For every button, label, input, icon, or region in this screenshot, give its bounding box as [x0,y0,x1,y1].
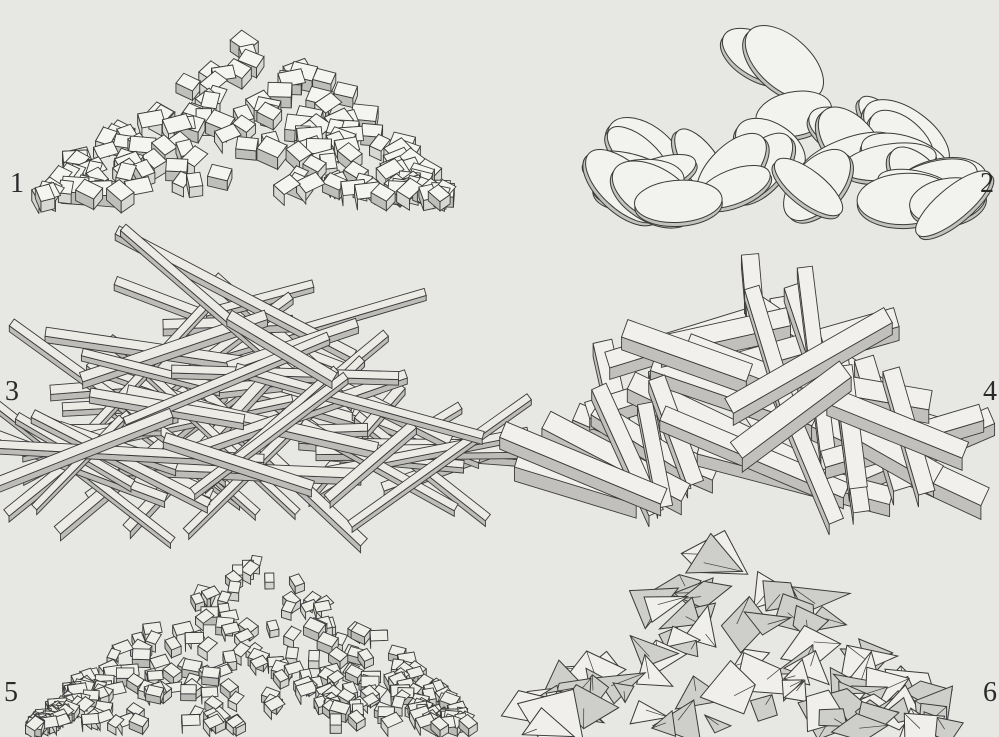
cube-top [166,158,188,172]
panel-6-angular-crystals [501,531,963,737]
cube-top [309,650,320,661]
cube-top [228,581,241,593]
cube-top [202,667,221,679]
cube-side [330,725,341,733]
cube-top [201,91,220,109]
cube-top [201,687,218,697]
cube-top [185,632,204,643]
panel-4-prism-rods [500,254,995,535]
cube-top [223,650,237,663]
panel-label-5: 5 [4,677,18,709]
panel-5-fine-granules [26,555,478,737]
panel-label-4: 4 [983,376,997,408]
cube-top [147,670,163,680]
cube-top [81,713,99,724]
panel-label-1: 1 [10,168,24,200]
cube-top [236,137,259,151]
panel-label-2: 2 [980,168,994,200]
cube-side [309,661,319,669]
cube-top [370,630,388,641]
cube-top [107,648,121,660]
cube-top [268,82,292,97]
panel-label-3: 3 [5,376,19,408]
cube-top [181,685,197,694]
cube-top [132,649,150,660]
angular-crystal [936,718,964,737]
angular-crystal [750,695,777,721]
cube-side [265,582,274,589]
cube-top [286,647,299,659]
cube-top [186,172,202,187]
panel-label-6: 6 [983,677,997,709]
panel-1-cube-granules [32,30,456,214]
panel-2-oval-plates [571,12,999,250]
cube-top [330,714,341,725]
cube-top [182,714,200,725]
cube-side [181,694,196,701]
panel-3-needles [0,224,551,553]
cube-top [265,573,274,582]
